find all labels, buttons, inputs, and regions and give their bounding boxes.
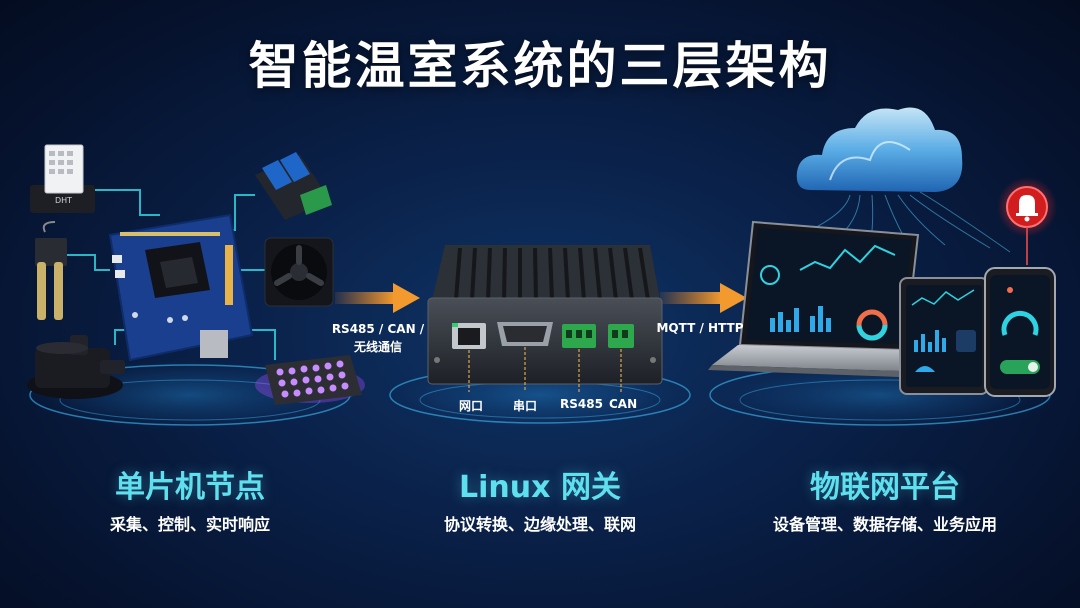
stage-title-platform: 物联网平台: [810, 470, 960, 505]
stage-desc-mcu: 采集、控制、实时响应: [109, 515, 270, 534]
water-pump: [27, 335, 125, 399]
port-label-ethernet: 网口: [459, 399, 484, 413]
alarm-bell-icon: [997, 177, 1057, 265]
port-label-serial: 串口: [513, 399, 538, 413]
port-label-can: CAN: [609, 397, 638, 411]
link-label-line2: 无线通信: [353, 340, 402, 354]
cooling-fan: [264, 237, 334, 307]
relay-module: [255, 152, 332, 220]
grow-light: [255, 355, 365, 405]
link-label-mcu-gateway: RS485 / CAN / 无线通信: [328, 320, 428, 356]
link-label-line1: RS485 / CAN /: [331, 322, 425, 336]
phone-dashboard: [984, 267, 1056, 397]
port-label-rs485: RS485: [560, 397, 603, 411]
linux-gateway-box: [427, 245, 663, 392]
stage-title-gateway: Linux 网关: [459, 470, 621, 505]
laptop-dashboard: [708, 220, 930, 378]
stage-desc-platform: 设备管理、数据存储、业务应用: [772, 515, 997, 534]
page-title: 智能温室系统的三层架构: [248, 37, 832, 95]
stage-title-mcu: 单片机节点: [115, 470, 265, 505]
sensor-label: DHT: [55, 196, 72, 205]
mcu-board: [108, 213, 254, 362]
temperature-humidity-sensor: DHT: [30, 144, 95, 213]
link-label-line1: MQTT / HTTP: [656, 321, 744, 335]
arrow-mcu-to-gateway: [335, 283, 420, 313]
tablet-dashboard: [899, 277, 989, 395]
link-label-gateway-platform: MQTT / HTTP: [655, 319, 745, 337]
stage-desc-gateway: 协议转换、边缘处理、联网: [443, 515, 636, 534]
soil-moisture-probe: [35, 221, 67, 320]
arrow-gateway-to-platform: [660, 283, 747, 313]
